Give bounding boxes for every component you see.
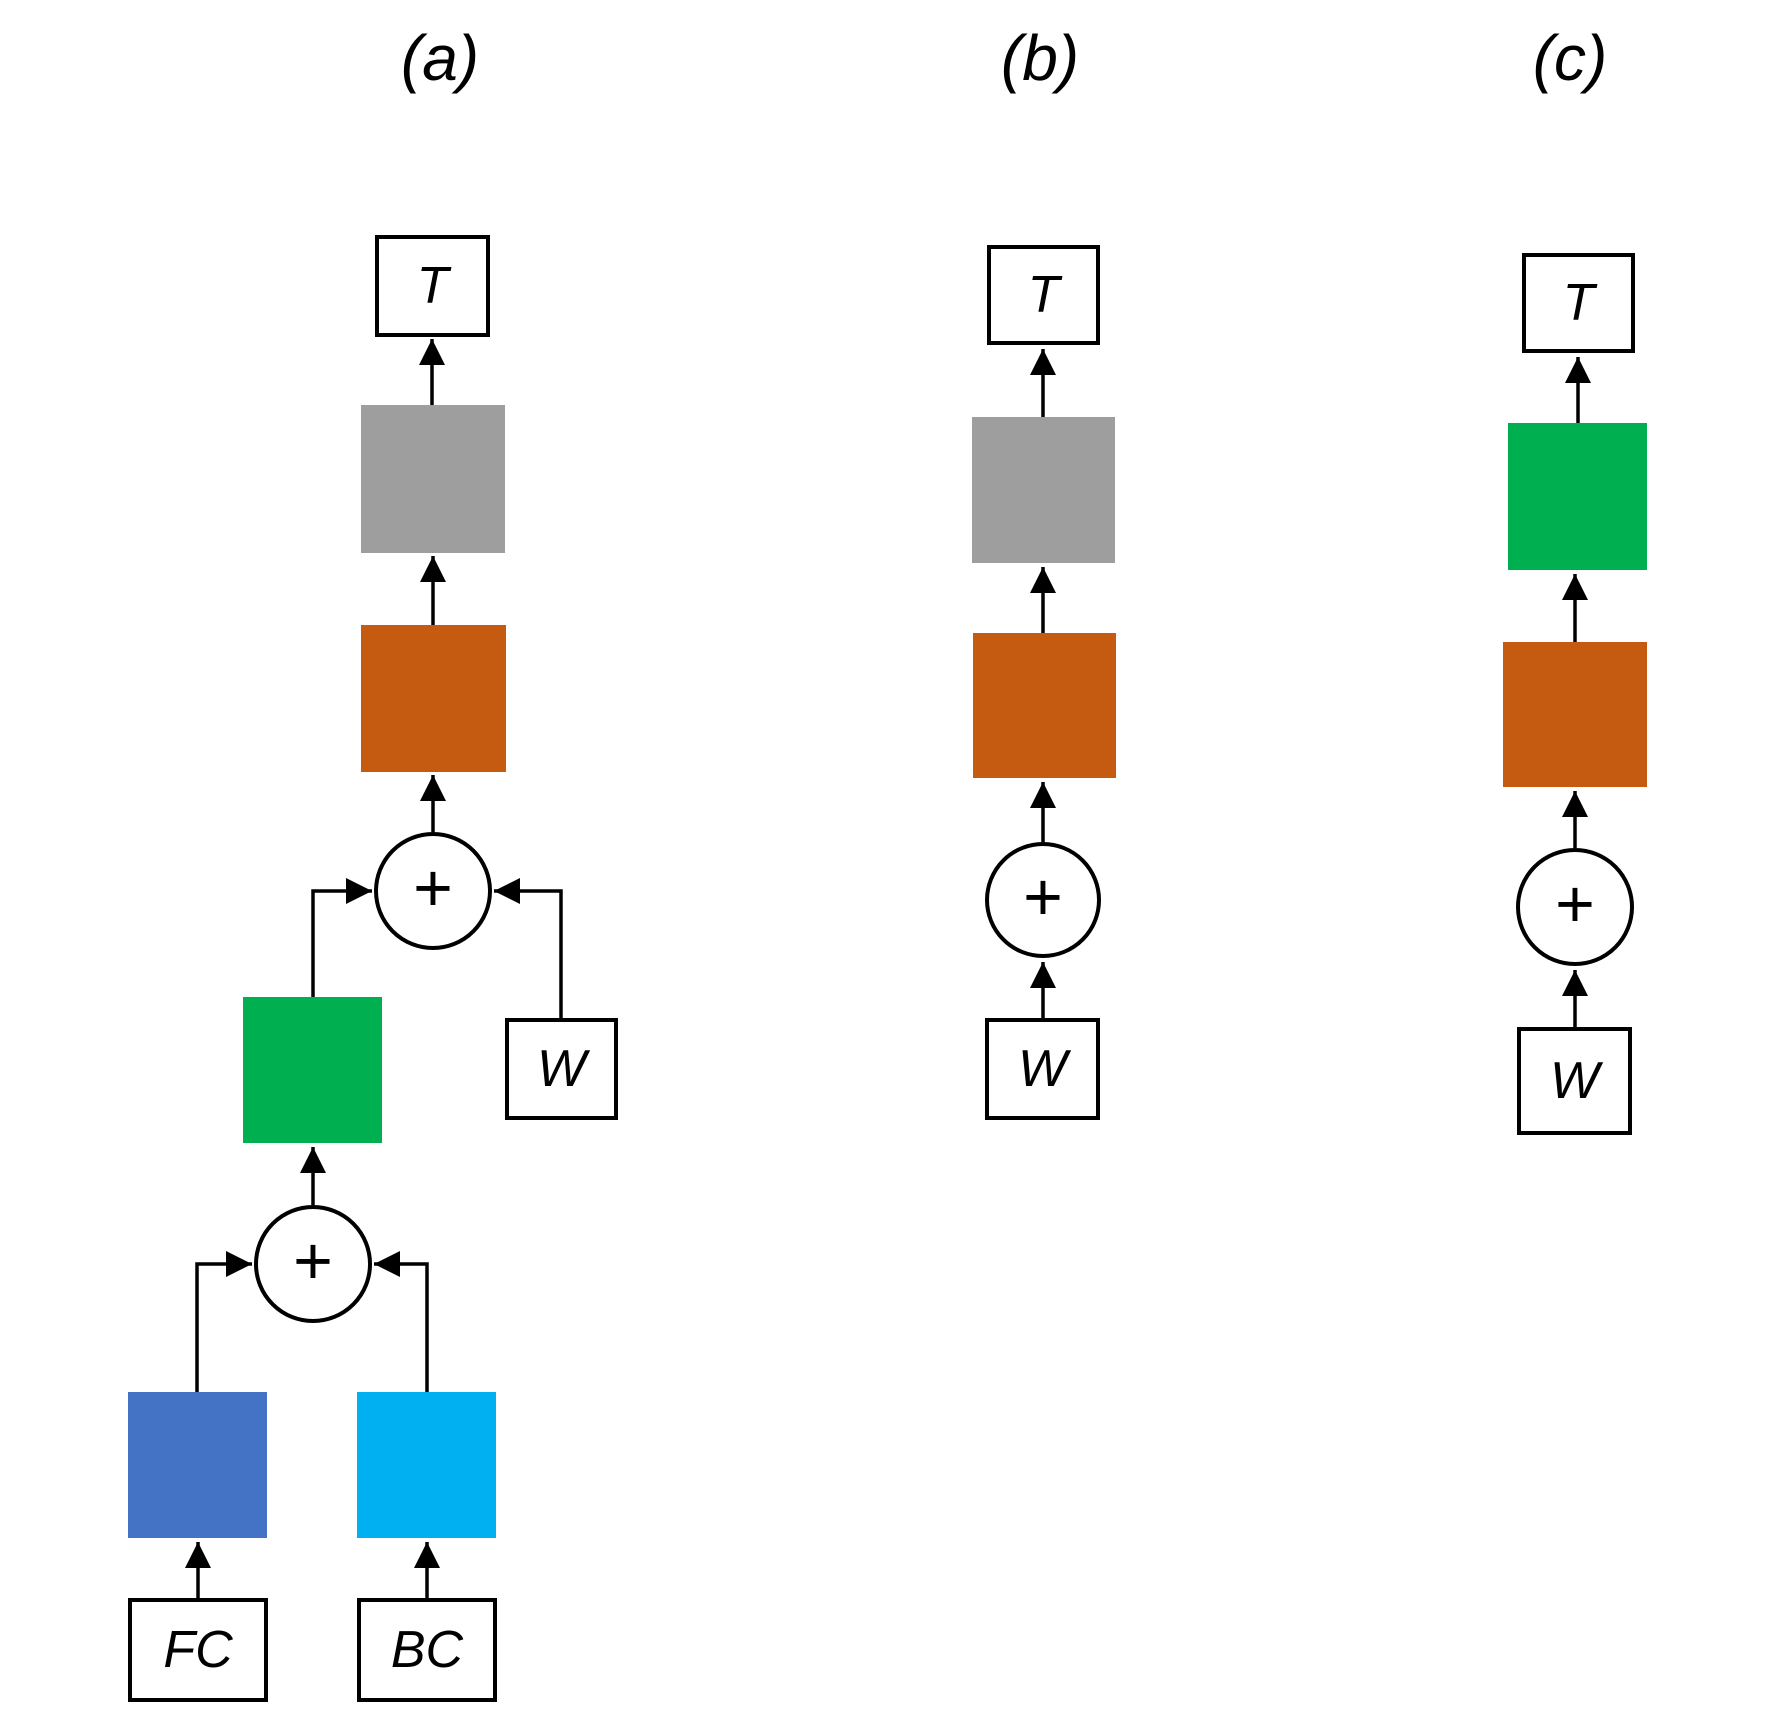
t-label-a: T bbox=[416, 257, 449, 315]
plus-circle-a-upper: + bbox=[374, 832, 492, 950]
orange-block-a bbox=[361, 625, 506, 772]
bc-box-a: BC bbox=[357, 1598, 497, 1702]
panel-c-label: (c) bbox=[1532, 22, 1608, 94]
orange-block-c bbox=[1503, 642, 1647, 787]
plus-sign-c: + bbox=[1555, 866, 1595, 942]
panel-b-label: (b) bbox=[1000, 22, 1080, 94]
panel-a-label: (a) bbox=[400, 22, 480, 94]
t-box-a: T bbox=[375, 235, 490, 337]
arrow-blue-to-plus-a bbox=[195, 1251, 252, 1392]
plus-circle-c: + bbox=[1516, 848, 1634, 966]
t-label-b: T bbox=[1027, 266, 1060, 324]
cyan-block-a bbox=[357, 1392, 496, 1538]
arrow-green-to-plus-a bbox=[311, 878, 372, 997]
plus-circle-a-lower: + bbox=[254, 1205, 372, 1323]
plus-sign-a-upper: + bbox=[413, 850, 453, 926]
w-box-c: W bbox=[1517, 1027, 1632, 1135]
fc-box-a: FC bbox=[128, 1598, 268, 1702]
gray-block-a bbox=[361, 405, 505, 553]
plus-sign-b: + bbox=[1023, 859, 1063, 935]
green-block-c bbox=[1508, 423, 1647, 570]
w-box-a: W bbox=[505, 1018, 618, 1120]
plus-circle-b: + bbox=[985, 842, 1101, 958]
t-label-c: T bbox=[1562, 274, 1595, 332]
w-label-c: W bbox=[1549, 1052, 1600, 1110]
w-box-b: W bbox=[985, 1018, 1100, 1120]
arrow-cyan-to-plus-a bbox=[374, 1251, 429, 1392]
bc-label-a: BC bbox=[390, 1621, 464, 1679]
plus-sign-a-lower: + bbox=[293, 1223, 333, 1299]
blue-block-a bbox=[128, 1392, 267, 1538]
arrow-w-to-plus-a bbox=[494, 878, 563, 1018]
fc-label-a: FC bbox=[163, 1621, 233, 1679]
gray-block-b bbox=[972, 417, 1115, 563]
green-block-a bbox=[243, 997, 382, 1143]
t-box-c: T bbox=[1522, 253, 1635, 353]
orange-block-b bbox=[973, 633, 1116, 778]
t-box-b: T bbox=[987, 245, 1100, 345]
w-label-a: W bbox=[536, 1040, 587, 1098]
w-label-b: W bbox=[1017, 1040, 1068, 1098]
